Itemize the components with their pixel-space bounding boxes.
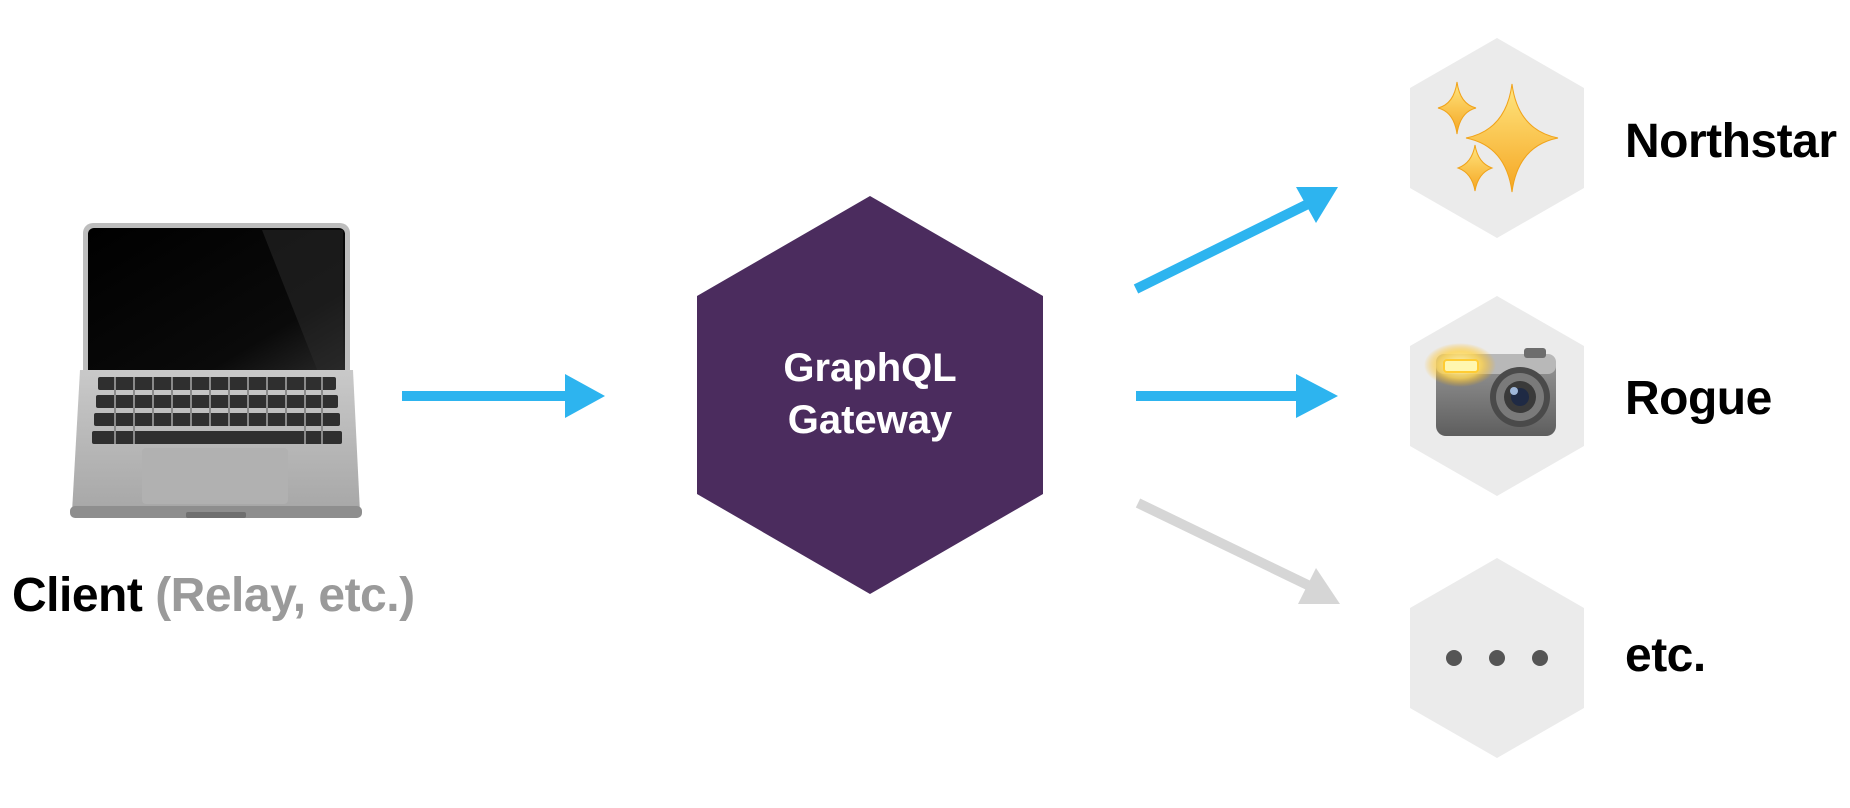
gateway-hexagon (697, 196, 1043, 594)
arrow-client-to-gateway (402, 374, 605, 418)
client-label: Client (Relay, etc.) (12, 568, 415, 623)
arrow-gateway-to-etc (1135, 498, 1340, 604)
service-label-rogue: Rogue (1625, 372, 1772, 425)
gateway-label-line-2: Gateway (787, 398, 953, 442)
ellipsis-icon (1446, 650, 1548, 666)
client-detail: (Relay, etc.) (155, 569, 415, 622)
sparkles-icon (1437, 81, 1559, 193)
client-name: Client (12, 569, 143, 622)
gateway-label: GraphQL Gateway (700, 342, 1040, 446)
service-label-etc: etc. (1625, 629, 1706, 682)
arrow-gateway-to-northstar (1133, 187, 1338, 294)
laptop-icon (70, 223, 362, 518)
camera-flash-icon (1424, 343, 1556, 436)
gateway-label-line-1: GraphQL (783, 346, 957, 390)
arrow-gateway-to-rogue (1136, 374, 1338, 418)
service-label-northstar: Northstar (1625, 115, 1837, 168)
